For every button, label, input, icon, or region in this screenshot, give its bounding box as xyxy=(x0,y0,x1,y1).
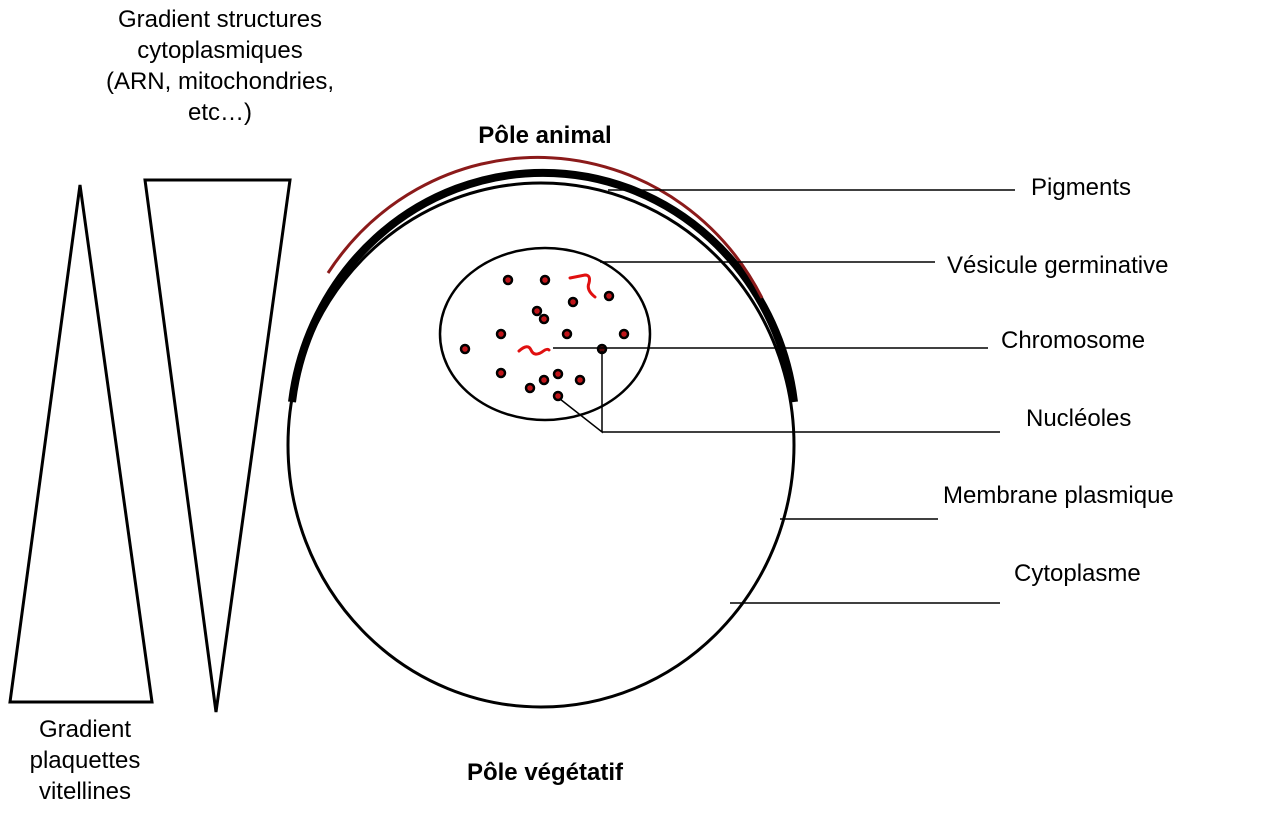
nucleoli-label: Nucléoles xyxy=(1026,403,1131,434)
nucleolus xyxy=(554,370,562,378)
yolk-gradient-triangle xyxy=(10,185,152,702)
nucleolus xyxy=(526,384,534,392)
nucleolus xyxy=(540,376,548,384)
nucleoli-leader-line xyxy=(560,351,602,432)
chromosome xyxy=(570,275,595,297)
nucleolus xyxy=(620,330,628,338)
pigments-label: Pigments xyxy=(1031,172,1131,203)
nucleolus xyxy=(497,369,505,377)
pigment-layer xyxy=(292,173,794,402)
chromosome xyxy=(519,347,549,354)
nucleolus xyxy=(533,307,541,315)
vegetal-pole-label: Pôle végétatif xyxy=(400,757,690,788)
nucleolus xyxy=(461,345,469,353)
germinal-vesicle-label: Vésicule germinative xyxy=(947,250,1168,281)
nucleolus xyxy=(569,298,577,306)
cytoplasmic-gradient-triangle xyxy=(145,180,290,712)
plasma-membrane-label: Membrane plasmique xyxy=(943,480,1174,511)
nucleoli-group xyxy=(461,276,628,400)
germinal-vesicle xyxy=(440,248,650,420)
nucleolus xyxy=(541,276,549,284)
nucleolus xyxy=(540,315,548,323)
nucleolus xyxy=(497,330,505,338)
nucleolus xyxy=(504,276,512,284)
cytoplasmic-gradient-label: Gradient structures cytoplasmiques (ARN,… xyxy=(60,4,380,128)
animal-pole-label: Pôle animal xyxy=(420,120,670,151)
cytoplasm-label: Cytoplasme xyxy=(1014,558,1141,589)
nucleolus xyxy=(605,292,613,300)
nucleolus xyxy=(563,330,571,338)
nucleolus xyxy=(576,376,584,384)
chromosome-label: Chromosome xyxy=(1001,325,1145,356)
yolk-gradient-label: Gradient plaquettes vitellines xyxy=(0,714,170,807)
